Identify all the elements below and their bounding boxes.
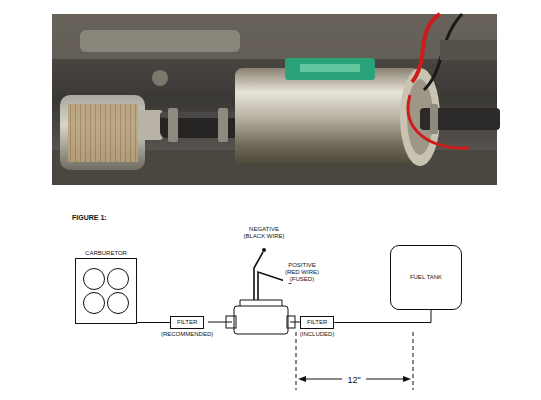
arrowhead [298,376,306,382]
node-caption: (INCLUDED) [300,331,335,338]
dimension-label: 12" [342,375,366,385]
wire-label: POSITIVE (RED WIRE) (FUSED) [283,262,321,283]
carburetor-box: CARBURETOR [75,258,137,324]
fuel-line [208,322,232,323]
wire-label: NEGATIVE (BLACK WIRE) [242,226,286,240]
filter-box: FILTER(RECOMMENDED) [170,316,204,329]
tank-box: FUEL TANK [390,245,462,310]
dimension-arrow [302,379,342,380]
wire-end [262,248,266,252]
figure-title: FIGURE 1: [72,214,107,221]
arrowhead [403,376,411,382]
pump-bracket [240,300,282,306]
node-caption: CARBURETOR [85,250,127,257]
dimension-line [413,332,414,390]
pump-inlet [226,316,236,328]
fuel-line [334,310,431,323]
node-caption: (RECOMMENDED) [161,331,213,338]
pump-outlet [287,316,295,328]
node-label: FUEL TANK [410,274,442,281]
carburetor-barrels [76,259,136,323]
fuel-line [137,322,170,323]
node-label: FILTER [307,319,327,326]
filter-box: FILTER(INCLUDED) [300,316,334,329]
dimension-arrow [366,379,407,380]
pump-body [234,306,288,334]
node-label: FILTER [177,319,197,326]
dimension-line [296,332,297,390]
